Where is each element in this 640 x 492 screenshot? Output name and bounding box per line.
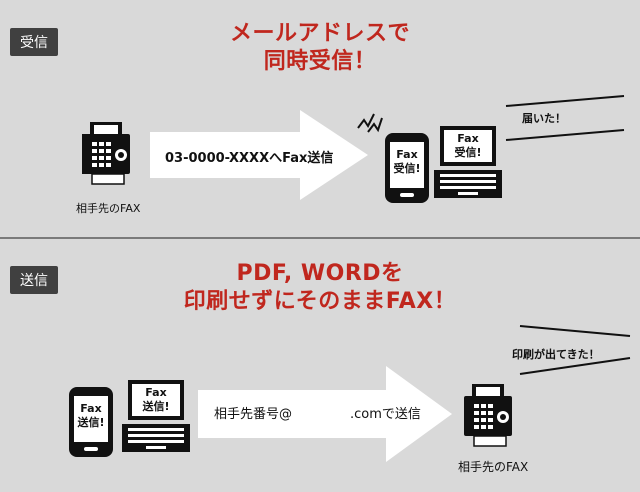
receive-headline-line2: 同時受信！ <box>263 49 377 74</box>
laptop-screen-text: Fax 受信! <box>454 132 482 159</box>
send-arrow-text-right: .comで送信 <box>350 407 421 422</box>
callout-lines <box>505 95 625 141</box>
phone-screen-text-bottom: Fax 送信! <box>77 402 105 429</box>
sender-fax-caption: 相手先のFAX <box>76 202 141 215</box>
receive-panel: 受信 メールアドレスで 同時受信！ 相手先のFAX 03-0000-XXXXへF… <box>0 0 640 238</box>
laptop-icon-bottom <box>122 380 190 452</box>
phone-icon <box>385 133 429 203</box>
callout-lines-bottom <box>519 325 631 375</box>
phone-screen-text: Fax 受信! <box>393 148 421 175</box>
vibration-icon <box>357 113 383 133</box>
section-divider <box>0 237 640 239</box>
fax-machine-icon <box>82 122 130 185</box>
send-arrow-text-left: 相手先番号@ <box>214 407 293 422</box>
fax-machine-icon-bottom <box>464 384 512 447</box>
send-tag: 送信 <box>10 266 58 294</box>
send-headline: PDF, WORDを 印刷せずにそのままFAX！ <box>150 260 490 316</box>
receive-arrow-text: 03-0000-XXXXへFax送信 <box>165 151 334 166</box>
send-headline-line2: 印刷せずにそのままFAX！ <box>183 289 457 314</box>
receive-tag: 受信 <box>10 28 58 56</box>
receive-arrow <box>150 110 368 200</box>
receive-headline-line1: メールアドレスで <box>229 21 410 46</box>
send-panel: 送信 PDF, WORDを 印刷せずにそのままFAX！ 印刷が出てきた！ Fax… <box>0 240 640 492</box>
phone-icon-bottom <box>69 387 113 457</box>
receive-headline: メールアドレスで 同時受信！ <box>180 20 460 76</box>
received-callout: 届いた！ <box>522 112 566 125</box>
send-arrow <box>198 366 452 462</box>
laptop-screen-text-bottom: Fax 送信! <box>142 386 170 413</box>
laptop-icon <box>434 126 502 198</box>
printed-callout: 印刷が出てきた！ <box>512 348 600 361</box>
send-headline-line1: PDF, WORDを <box>236 261 404 286</box>
recipient-fax-caption: 相手先のFAX <box>458 460 529 474</box>
